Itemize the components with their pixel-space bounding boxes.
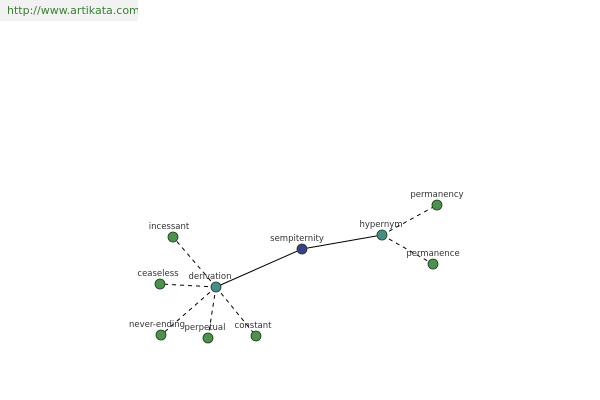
node-perpetual[interactable] [202,332,214,344]
edge-hypernym-permanence [381,234,434,265]
node-ceaseless[interactable] [154,278,166,290]
edge-derivation-constant [215,286,257,337]
node-permanence[interactable] [427,258,439,270]
node-never-ending[interactable] [155,329,167,341]
label-perpetual[interactable]: perpetual [184,323,225,333]
node-incessant[interactable] [167,231,179,243]
site-url-link[interactable]: http://www.artikata.com [0,0,138,21]
label-sempiternity[interactable]: sempiternity [270,234,324,244]
label-permanence[interactable]: permanence [406,249,459,259]
edge-derivation-perpetual [207,286,217,339]
edge-derivation-ceaseless [159,283,217,288]
label-derivation[interactable]: derivation [188,272,231,282]
label-permanency[interactable]: permanency [410,190,463,200]
node-permanency[interactable] [431,199,443,211]
node-sempiternity[interactable] [296,243,308,255]
edge-sempiternity-hypernym [301,234,383,250]
edge-sempiternity-derivation [215,248,303,288]
label-hypernym[interactable]: hypernym [359,220,402,230]
label-ceaseless[interactable]: ceaseless [137,269,179,279]
edge-derivation-incessant [172,236,217,288]
label-incessant[interactable]: incessant [149,222,190,232]
node-hypernym[interactable] [376,229,388,241]
node-derivation[interactable] [210,281,222,293]
node-constant[interactable] [250,330,262,342]
label-constant[interactable]: constant [235,321,273,331]
label-never-ending[interactable]: never-ending [129,320,185,330]
edge-hypernym-permanency [381,204,438,236]
